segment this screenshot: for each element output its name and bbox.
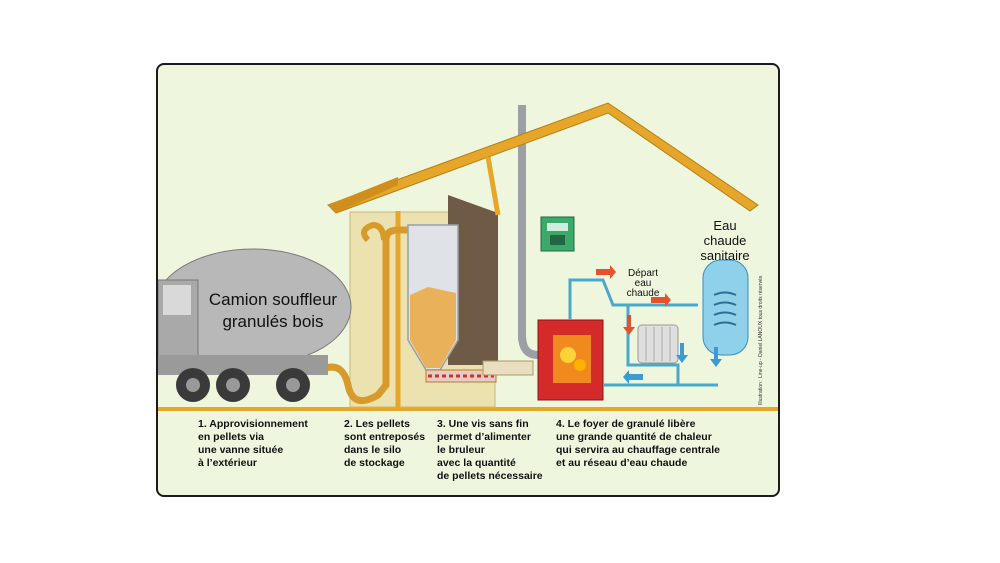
silo-chamber [448,195,498,365]
arrow-depart-2 [651,293,671,307]
depart-label-3: chaude [627,288,660,299]
step-4-caption: 4. Le foyer de granulé libère une grande… [556,418,720,469]
truck-label-line1: Camion souffleur [209,290,338,309]
step-2-caption: 2. Les pellets sont entreposés dans le s… [344,418,426,469]
silo-pellets [410,287,456,368]
arrow-down-tank [710,347,722,367]
chimney-pipe [518,105,526,340]
control-box [540,216,575,252]
tank-label-3: sanitaire [700,248,749,263]
diagram-frame: Camion souffleur granulés bois Départ ea… [156,63,780,497]
screw-conveyor [425,369,497,383]
depart-label-1: Départ [628,268,658,279]
conveyor-body [482,360,534,376]
hot-water-tank [702,259,749,356]
roof-left-edge [328,177,398,213]
roof-truss [485,156,501,216]
tank-label-2: chaude [704,233,747,248]
credit-text: Illustration : Line-up - Daniel LANOUX t… [758,275,764,405]
heating-scene: Camion souffleur granulés bois Départ ea… [158,102,778,411]
arrow-return [623,370,643,384]
arrow-down-cold [676,343,688,363]
arrow-down-hot [623,315,635,335]
step-1-caption: 1. Approvisionnement en pellets via une … [198,418,308,469]
truck-label-line2: granulés bois [222,312,323,331]
hose-return [361,221,387,243]
blower-hose [325,226,408,405]
tank-label-1: Eau [713,218,736,233]
radiator [637,324,679,364]
ground-line [158,407,778,411]
radiator-pipe [626,305,680,385]
step-3-caption: 3. Une vis sans fin permet d’alimenter l… [437,418,543,482]
blower-truck [158,248,352,402]
arrow-depart-1 [596,265,616,279]
depart-label-2: eau [635,278,652,289]
roof [327,102,759,214]
hot-pipe-out [568,278,698,320]
